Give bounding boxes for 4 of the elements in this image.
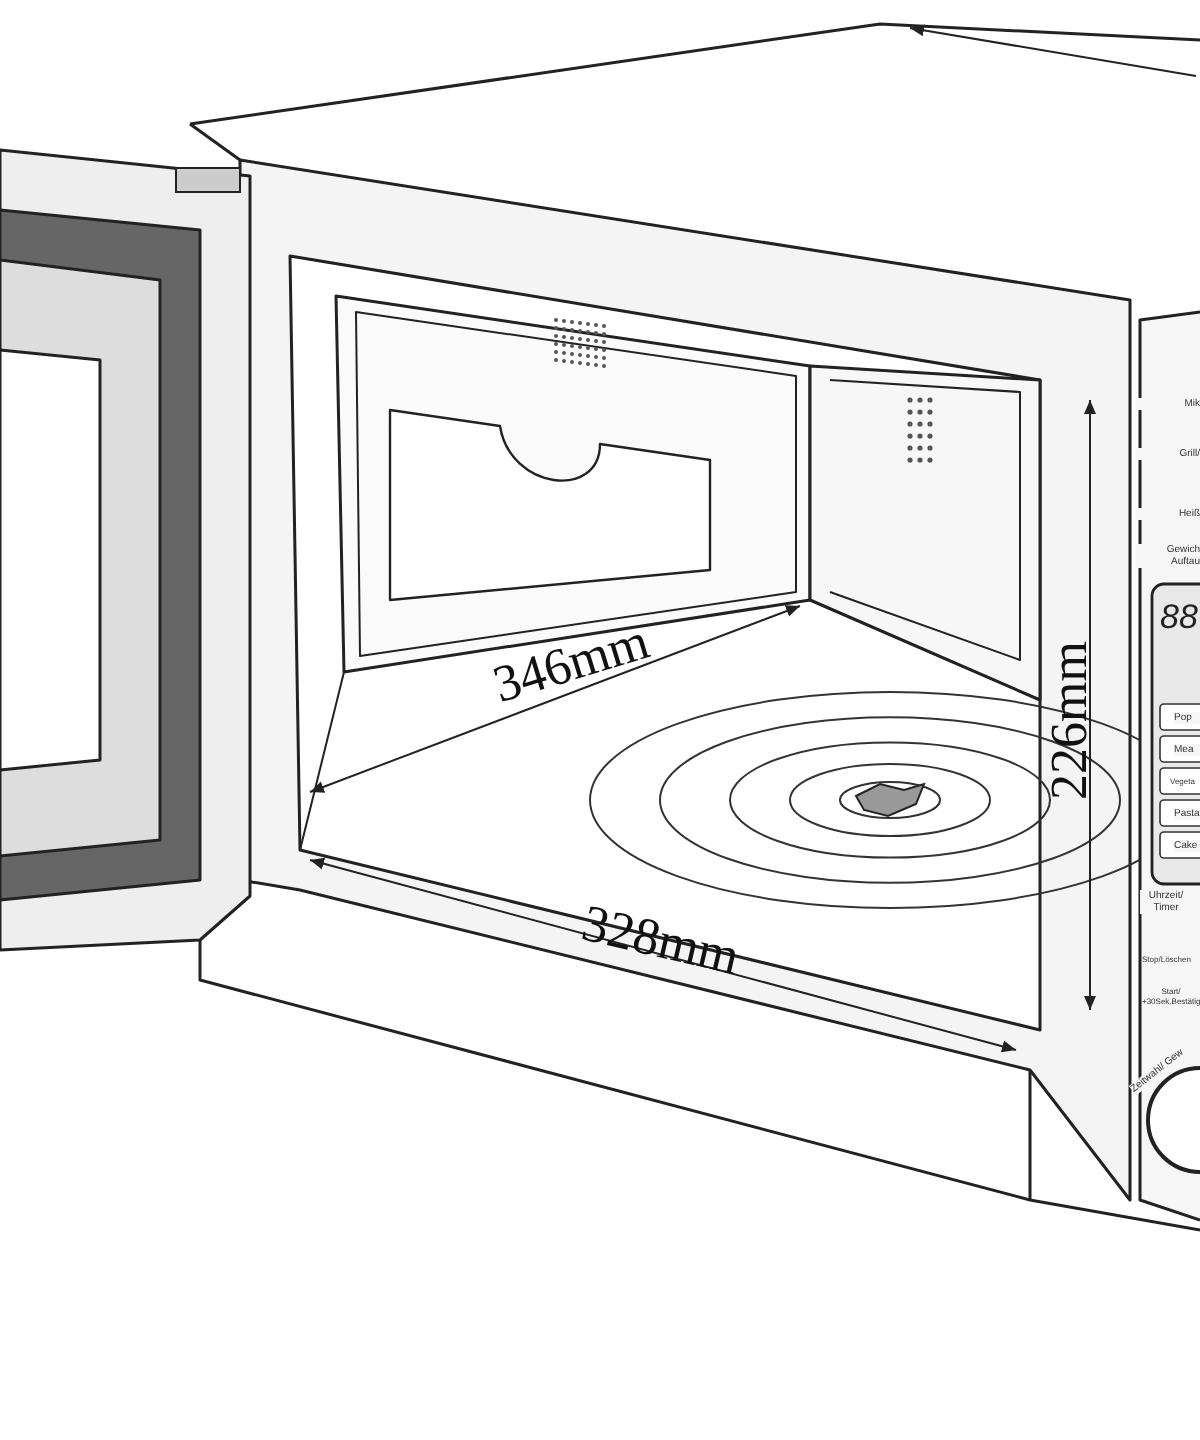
dimension-label: 346mm bbox=[487, 609, 658, 712]
dimension-label: 328mm bbox=[577, 897, 747, 991]
dimension-label: 226mm bbox=[1044, 639, 1096, 800]
display-digits: 88 bbox=[1160, 600, 1200, 634]
